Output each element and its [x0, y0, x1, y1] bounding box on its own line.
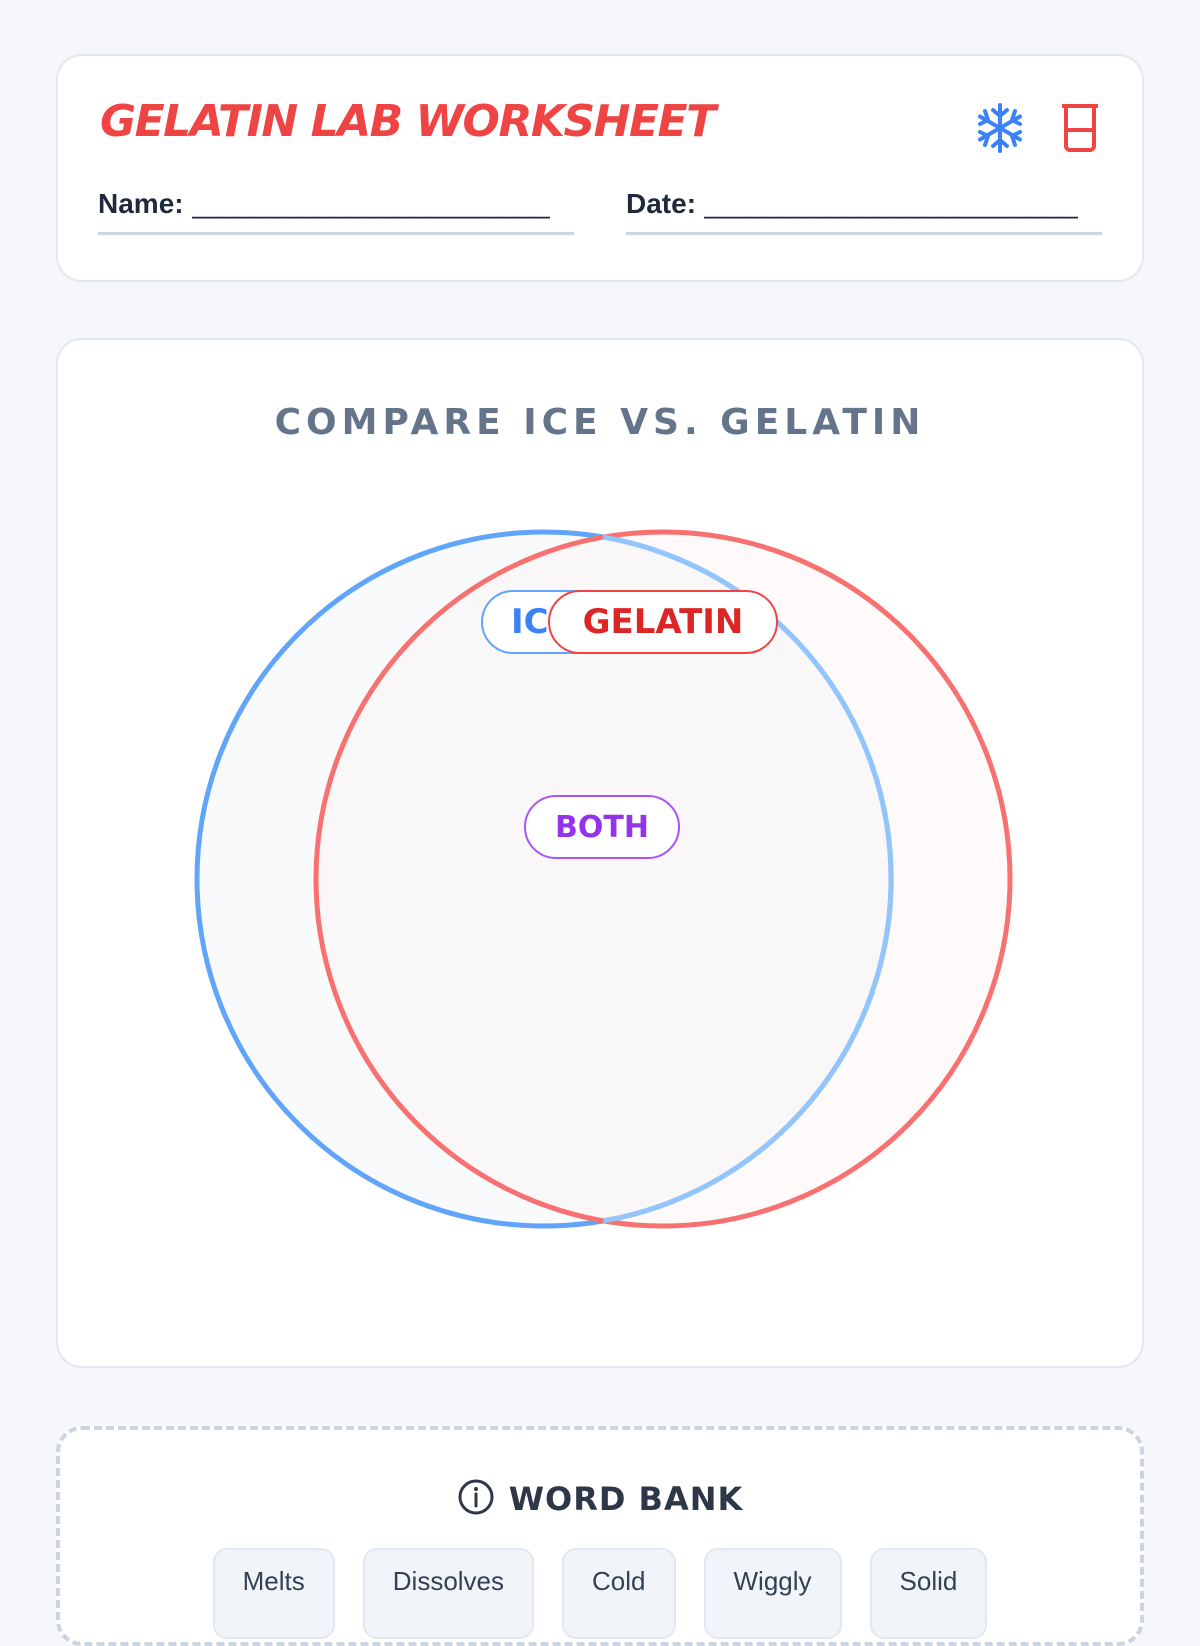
name-blank: _______________________ [191, 188, 550, 219]
word-bank-header: WORD BANK [60, 1478, 1140, 1520]
word-chip-wiggly[interactable]: Wiggly [703, 1548, 842, 1639]
info-icon [457, 1478, 495, 1520]
name-field[interactable]: Name: _______________________ [98, 188, 574, 235]
header-card: GELATIN LAB WORKSHEET N [56, 54, 1144, 282]
gelatin-circle[interactable] [313, 529, 1013, 1229]
word-bank-list: Melts Dissolves Cold Wiggly Solid [60, 1548, 1140, 1639]
both-label: BOTH [524, 795, 680, 859]
word-chip-dissolves[interactable]: Dissolves [362, 1548, 535, 1639]
snowflake-icon [974, 102, 1026, 158]
date-field[interactable]: Date: ________________________ [626, 188, 1102, 235]
worksheet-title: GELATIN LAB WORKSHEET [100, 96, 716, 147]
word-bank-card: WORD BANK Melts Dissolves Cold Wiggly So… [56, 1426, 1144, 1646]
date-blank: ________________________ [704, 188, 1078, 219]
word-bank-title: WORD BANK [508, 1480, 744, 1518]
word-chip-cold[interactable]: Cold [562, 1548, 676, 1639]
venn-card: COMPARE ICE VS. GELATIN ICE GELATIN BOTH [56, 338, 1144, 1368]
beaker-icon [1058, 102, 1102, 158]
venn-title: COMPARE ICE VS. GELATIN [274, 402, 926, 443]
gelatin-label: GELATIN [548, 590, 778, 654]
name-label: Name: [98, 188, 184, 219]
word-chip-solid[interactable]: Solid [869, 1548, 988, 1639]
word-chip-melts[interactable]: Melts [212, 1548, 335, 1639]
date-label: Date: [626, 188, 697, 219]
